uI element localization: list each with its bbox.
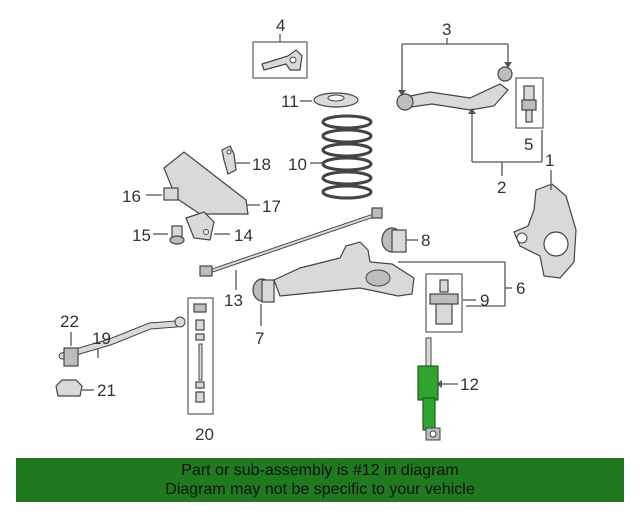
callout-3: 3 xyxy=(442,20,451,39)
part-21-bushing-clamp[interactable] xyxy=(55,379,83,397)
callout-2: 2 xyxy=(497,178,506,197)
callout-10: 10 xyxy=(288,155,307,174)
part-3-upper-control-arm[interactable] xyxy=(396,66,513,111)
part-6-lower-control-arm[interactable] xyxy=(273,241,415,297)
callout-8: 8 xyxy=(421,231,430,250)
part-15-bushing[interactable] xyxy=(169,225,185,245)
callout-11: 11 xyxy=(281,92,299,111)
part-1-steering-knuckle[interactable] xyxy=(513,183,577,279)
callout-18: 18 xyxy=(252,155,271,174)
callout-5: 5 xyxy=(524,135,533,154)
callout-21: 21 xyxy=(97,381,116,400)
info-banner: Part or sub-assembly is #12 in diagram D… xyxy=(16,458,624,502)
callout-9: 9 xyxy=(480,291,489,310)
part-8-bushing[interactable] xyxy=(381,227,407,253)
callout-16: 16 xyxy=(122,187,141,206)
callout-19: 19 xyxy=(92,329,111,348)
callout-22: 22 xyxy=(60,312,79,331)
part-13-strut-rod[interactable] xyxy=(199,207,383,277)
callout-12: 12 xyxy=(460,375,479,394)
callout-13: 13 xyxy=(224,291,243,310)
part-22-stabilizer-bushing[interactable] xyxy=(63,347,79,367)
callout-14: 14 xyxy=(234,226,253,245)
callout-6: 6 xyxy=(516,279,525,298)
part-12-shock-absorber[interactable] xyxy=(417,337,441,441)
part-16-bump-stop[interactable] xyxy=(163,187,179,201)
callout-15: 15 xyxy=(132,226,151,245)
callout-1: 1 xyxy=(545,151,554,170)
part-4-bracket[interactable] xyxy=(252,41,308,79)
callout-17: 17 xyxy=(262,197,281,216)
part-5-ball-joint[interactable] xyxy=(515,77,544,129)
callout-4: 4 xyxy=(276,16,285,35)
banner-line-2: Diagram may not be specific to your vehi… xyxy=(165,481,475,498)
callout-20: 20 xyxy=(195,425,214,444)
part-9-lower-ball-joint[interactable] xyxy=(425,273,463,333)
part-14-bracket[interactable] xyxy=(185,211,215,241)
part-7-bushing[interactable] xyxy=(252,278,275,303)
suspension-parts-diagram: 4 3 5 2 1 11 10 xyxy=(55,16,577,444)
part-10-coil-spring[interactable] xyxy=(321,114,373,200)
banner-line-1: Part or sub-assembly is #12 in diagram xyxy=(181,462,459,479)
part-19-stabilizer-bar[interactable] xyxy=(58,316,186,360)
part-11-spring-insulator[interactable] xyxy=(313,92,359,108)
part-18-link[interactable] xyxy=(221,145,237,175)
part-20-stabilizer-link-kit[interactable] xyxy=(187,297,214,415)
callout-7: 7 xyxy=(255,329,264,348)
